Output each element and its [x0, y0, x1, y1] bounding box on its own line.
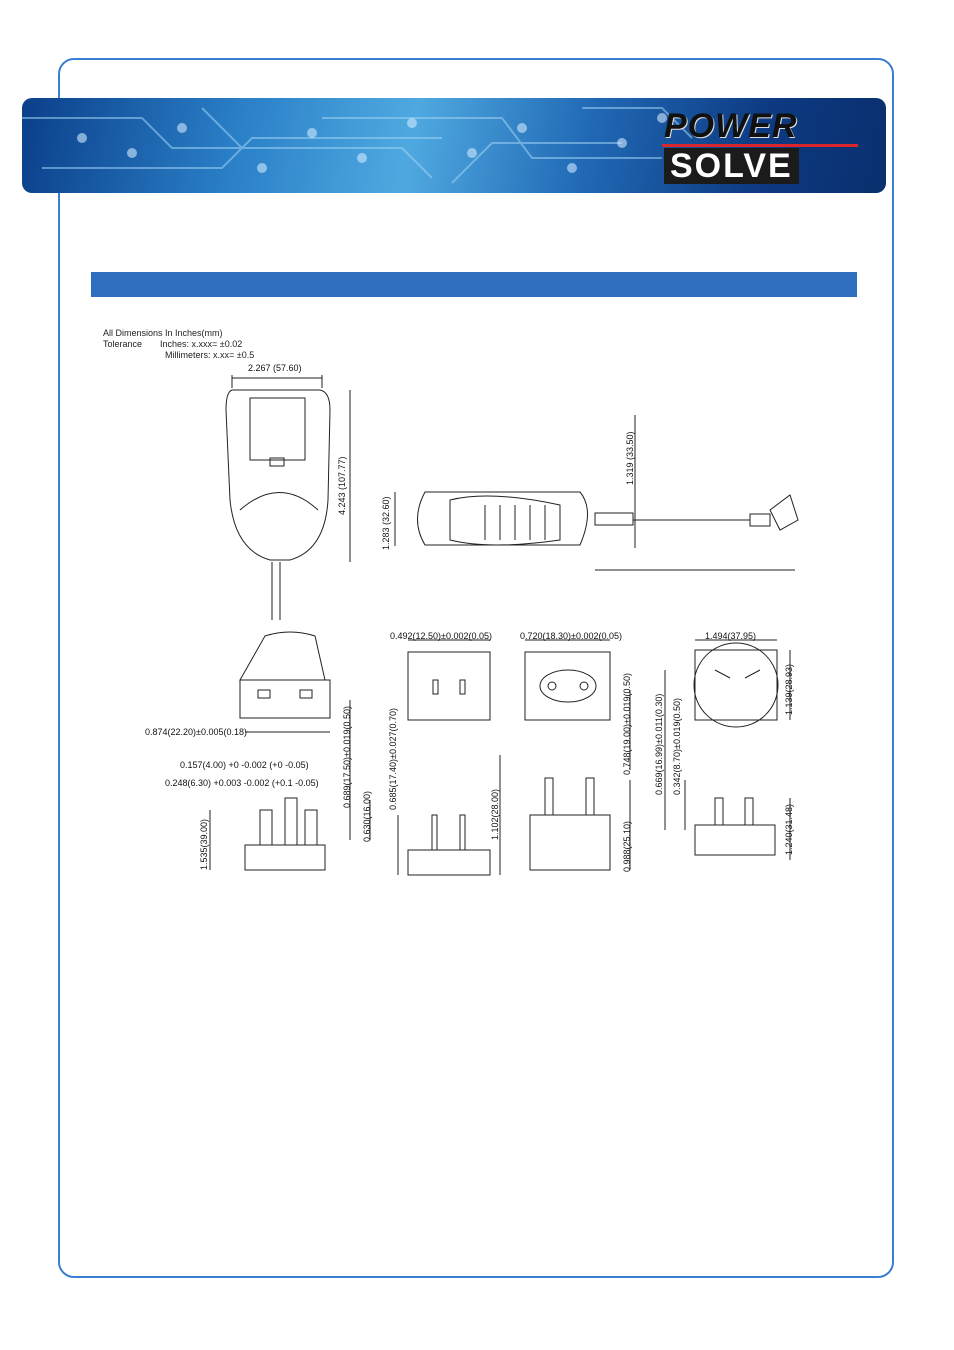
circuit-pattern — [22, 107, 693, 184]
svg-text:0.874(22.20)±0.005(0.18): 0.874(22.20)±0.005(0.18) — [145, 727, 247, 737]
svg-text:0.720(18.30)±0.002(0.05): 0.720(18.30)±0.002(0.05) — [520, 631, 622, 641]
svg-text:1.139(28.93): 1.139(28.93) — [784, 664, 794, 715]
svg-text:1.240(31.48): 1.240(31.48) — [784, 804, 794, 855]
technical-drawing: 2.267 (57.60) 4.243 (107.77) 1.283 (32.6… — [145, 363, 799, 876]
section-header-bar — [91, 272, 857, 297]
page-frame — [58, 58, 894, 1278]
svg-text:0.248(6.30) +0.003 -0.002 (+0.: 0.248(6.30) +0.003 -0.002 (+0.1 -0.05) — [165, 778, 319, 788]
svg-text:4.243 (107.77): 4.243 (107.77) — [337, 456, 347, 515]
svg-text:0.685(17.40)±0.027(0.70): 0.685(17.40)±0.027(0.70) — [388, 708, 398, 810]
svg-text:0.157(4.00) +0 -0.002 (+0 -0.0: 0.157(4.00) +0 -0.002 (+0 -0.05) — [180, 760, 309, 770]
svg-text:1.102(28.00): 1.102(28.00) — [490, 789, 500, 840]
svg-text:1.283 (32.60): 1.283 (32.60) — [381, 496, 391, 550]
svg-text:0.669(16.99)±0.011(0.30): 0.669(16.99)±0.011(0.30) — [654, 694, 664, 795]
svg-text:0.492(12.50)±0.002(0.05): 0.492(12.50)±0.002(0.05) — [390, 631, 492, 641]
svg-text:0.630(16.00): 0.630(16.00) — [362, 791, 372, 842]
svg-text:0.988(25.10): 0.988(25.10) — [622, 821, 632, 872]
svg-text:0.748(19.00)±0.019(0.50): 0.748(19.00)±0.019(0.50) — [622, 673, 632, 775]
svg-text:0.689(17.50)±0.019(0.50): 0.689(17.50)±0.019(0.50) — [342, 706, 352, 808]
powersolve-logo: POWER SOLVE — [662, 108, 862, 184]
svg-text:2.267 (57.60): 2.267 (57.60) — [248, 363, 302, 373]
svg-text:1.535(39.00): 1.535(39.00) — [199, 819, 209, 870]
svg-text:0.342(8.70)±0.019(0.50): 0.342(8.70)±0.019(0.50) — [672, 698, 682, 795]
svg-text:1.494(37.95): 1.494(37.95) — [705, 631, 756, 641]
header-banner: POWER SOLVE — [22, 98, 886, 193]
svg-text:1.319 (33.50): 1.319 (33.50) — [625, 431, 635, 485]
